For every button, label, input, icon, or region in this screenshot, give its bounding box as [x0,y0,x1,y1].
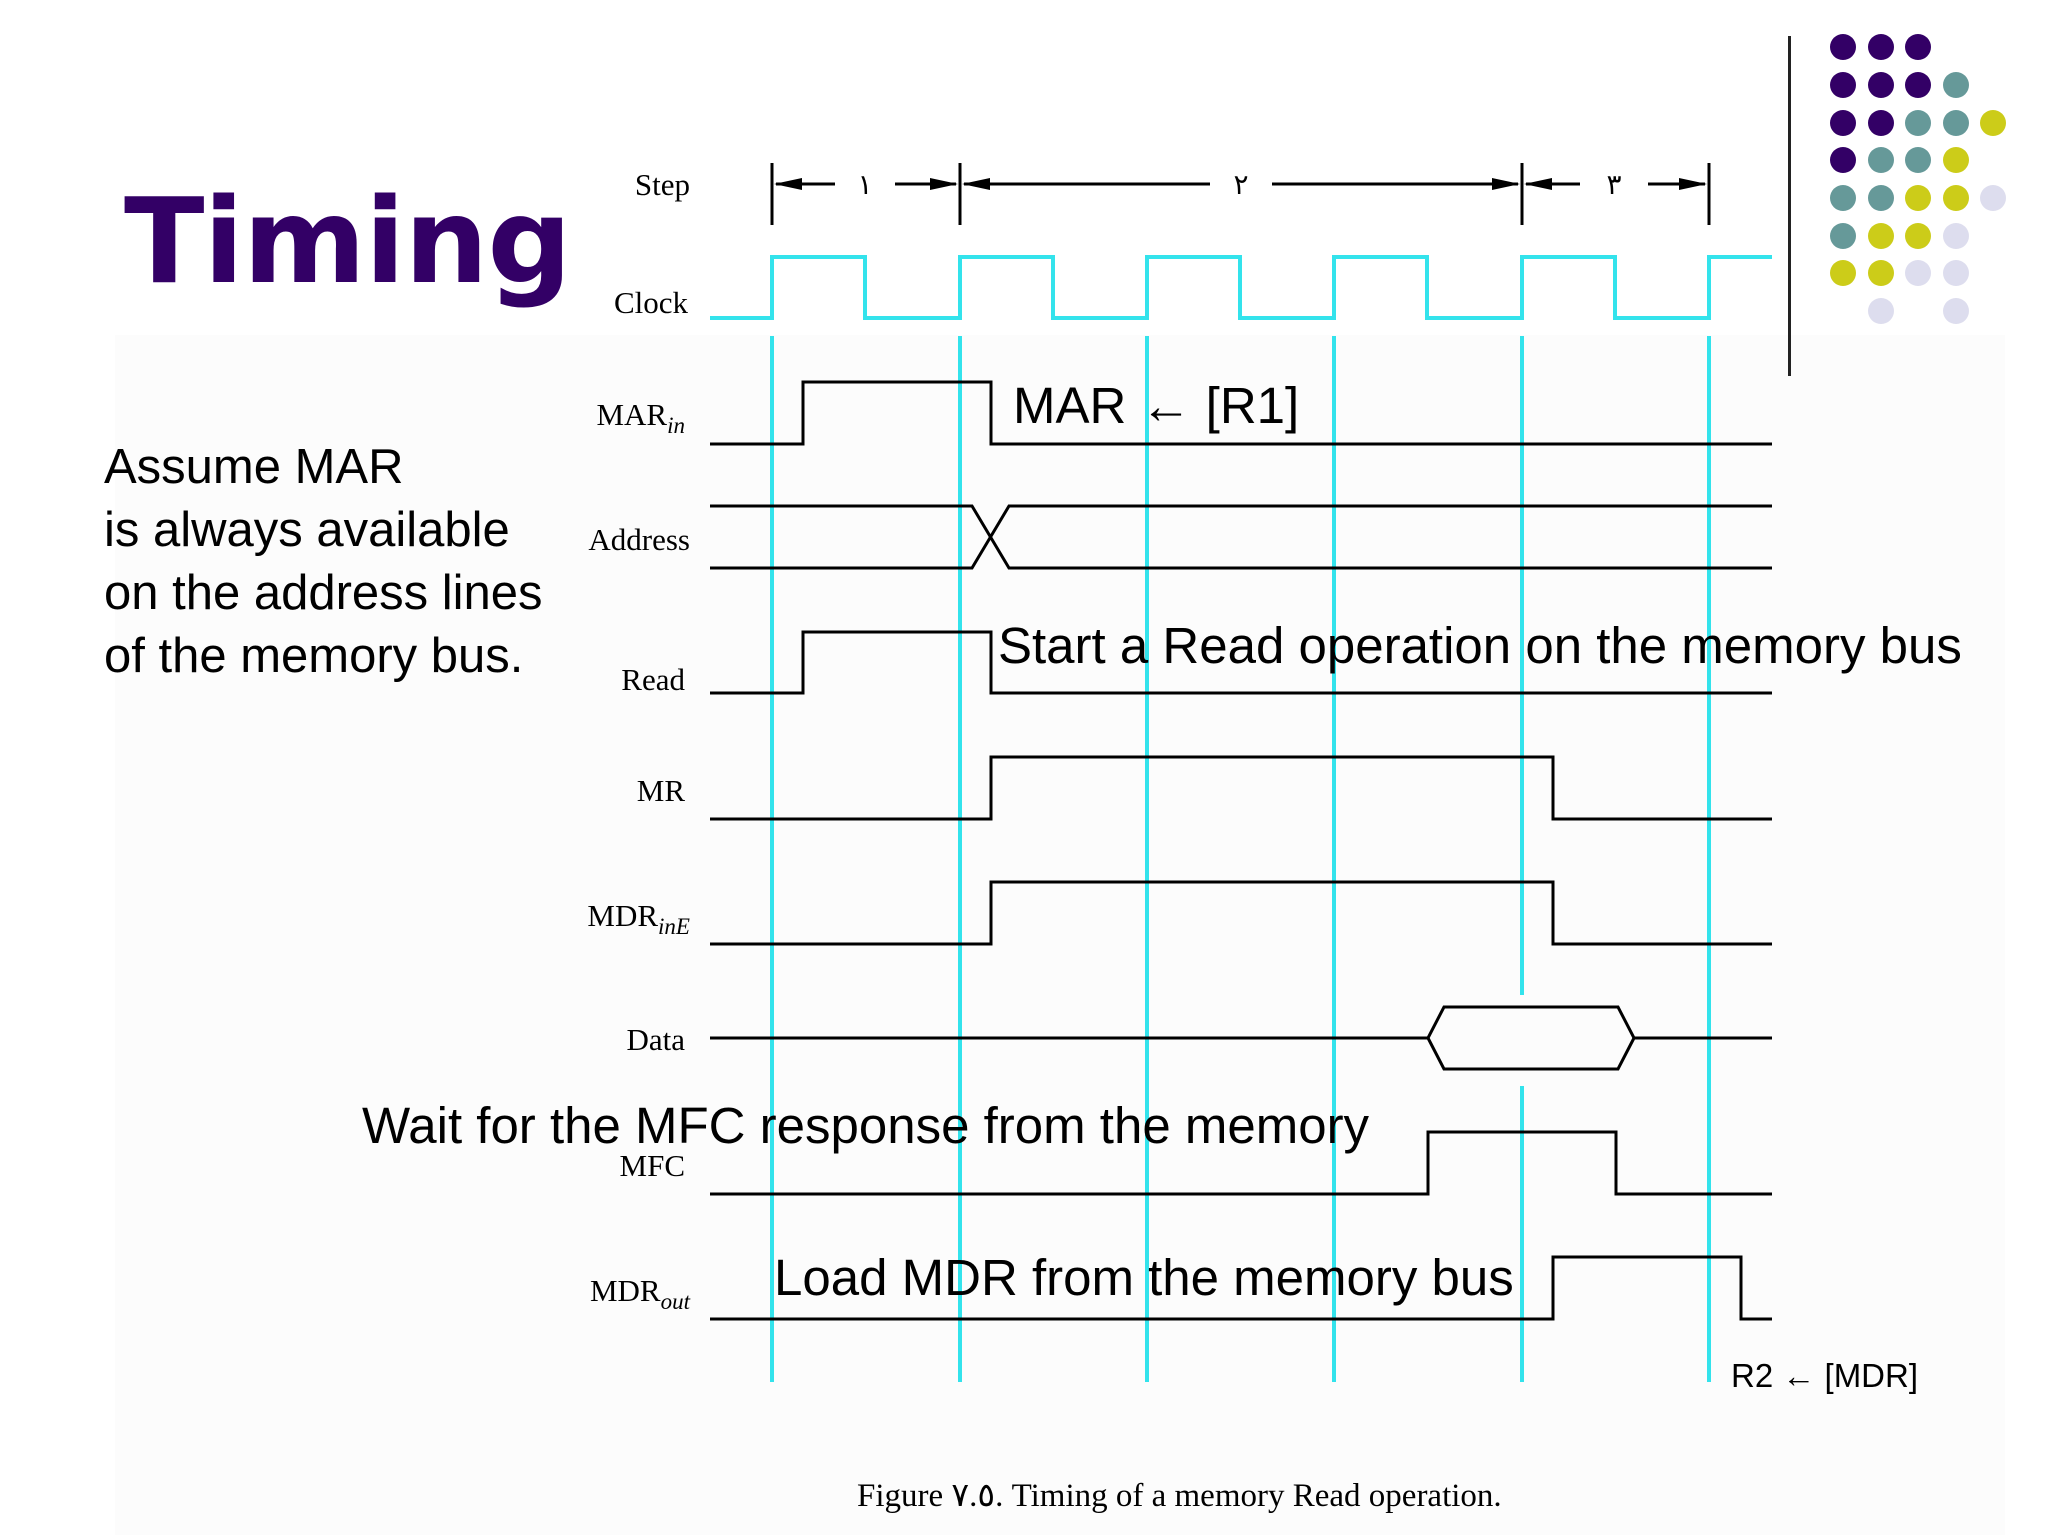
assumption-line: Assume MAR [104,440,404,494]
assumption-line: on the address lines [104,566,543,620]
assumption-line: is always available [104,503,510,557]
assumption-line: of the memory bus. [104,629,524,683]
signal-label-data: Data [626,1022,685,1057]
step-number-1: ١ [857,168,872,201]
signal-label-step: Step [634,167,690,202]
assumption-text: Assume MAR is always available on the ad… [104,436,543,688]
signal-label-mdr-ine: MDRinE [587,898,690,939]
step-number-3: ٣ [1606,168,1621,201]
annotation-load-mdr: Load MDR from the memory bus [774,1249,1514,1306]
step-arrowheads [774,178,1707,190]
signal-label-mr: MR [636,773,685,808]
signal-label-mar-in: MARin [596,397,685,438]
decorative-dots [1830,34,2006,324]
address-waveform [710,504,1772,570]
signal-label-mfc: MFC [619,1148,685,1183]
data-waveform [710,1005,1772,1071]
annotation-wait-mfc: Wait for the MFC response from the memor… [362,1097,1370,1154]
step-number-2: ٢ [1233,168,1248,201]
slide-divider [1788,36,1791,376]
content-background [115,335,2005,1535]
figure-caption: Figure ٧.٥. Timing of a memory Read oper… [857,1478,1502,1514]
mfc-waveform [710,1130,1772,1196]
signal-label-mdr-out: MDRout [589,1273,690,1314]
mdr-out-waveform [710,1255,1772,1321]
clock-edge-guides [770,336,1711,1382]
mr-waveform [710,755,1772,821]
signal-label-address: Address [588,522,690,557]
signal-label-clock: Clock [613,285,688,320]
annotation-mar-load: MAR ← [R1] [1013,377,1300,434]
annotation-r2-load: R2 ← [MDR] [1731,1357,1919,1394]
slide-title: Timing [124,172,572,310]
mar-in-waveform [710,380,1772,446]
mdr-ine-waveform [710,880,1772,946]
annotation-start-read: Start a Read operation on the memory bus [998,617,1962,674]
read-waveform [710,630,1772,695]
signal-label-read: Read [621,662,685,697]
clock-waveform [710,255,1772,320]
